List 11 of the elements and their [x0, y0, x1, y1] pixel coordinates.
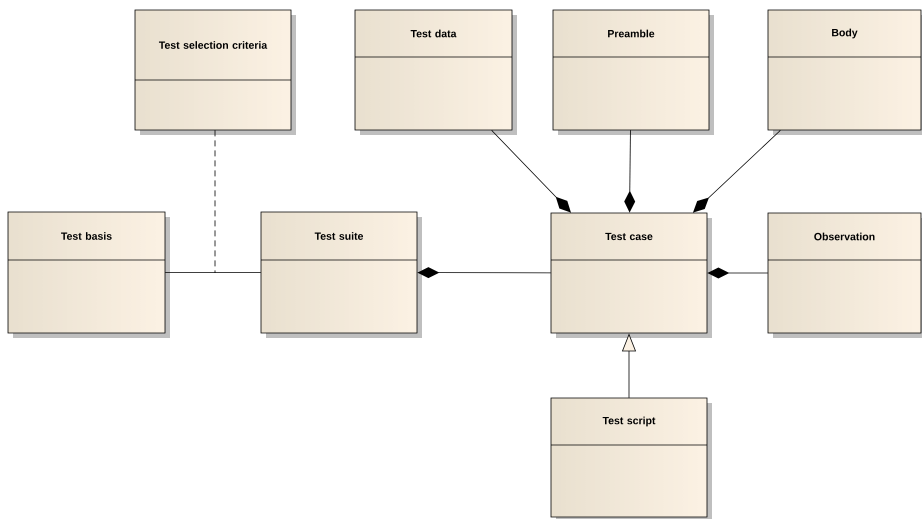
class-box: Test script — [550, 398, 712, 519]
class-box: Observation — [768, 212, 922, 338]
class-box: Preamble — [552, 10, 714, 135]
connector-line — [165, 272, 261, 273]
class-box: Test basis — [8, 212, 170, 338]
dashed-line — [214, 130, 216, 274]
class-box: Test selection criteria — [134, 10, 296, 135]
class-box: Test suite — [260, 212, 422, 338]
class-box: Test data — [354, 10, 517, 135]
class-box: Test case — [550, 212, 712, 338]
class-box: Body — [768, 10, 922, 135]
